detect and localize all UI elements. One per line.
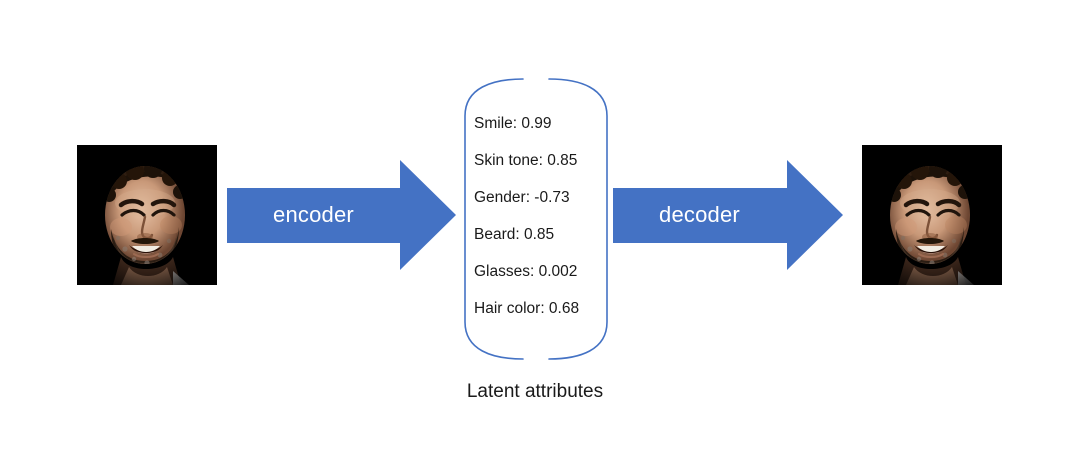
latent-caption-text: Latent attributes [466, 381, 604, 402]
latent-attribute-gender: Gender: -0.73 [474, 188, 570, 206]
input-face-image [77, 145, 217, 285]
decoder-arrow: decoder [613, 160, 843, 270]
latent-attribute-hair-color: Hair color: 0.68 [474, 299, 580, 317]
encoder-arrow: encoder [227, 160, 456, 270]
latent-caption: Latent attributes [0, 381, 1082, 403]
latent-bracket [460, 74, 612, 364]
output-face-image [862, 145, 1002, 285]
latent-attribute-skin-tone: Skin tone: 0.85 [474, 151, 578, 169]
latent-attribute-glasses: Glasses: 0.002 [474, 262, 578, 280]
latent-attribute-smile: Smile: 0.99 [474, 114, 552, 132]
latent-attribute-list: Smile: 0.99 Skin tone: 0.85 Gender: -0.7… [474, 105, 614, 327]
latent-attribute-beard: Beard: 0.85 [474, 225, 555, 243]
